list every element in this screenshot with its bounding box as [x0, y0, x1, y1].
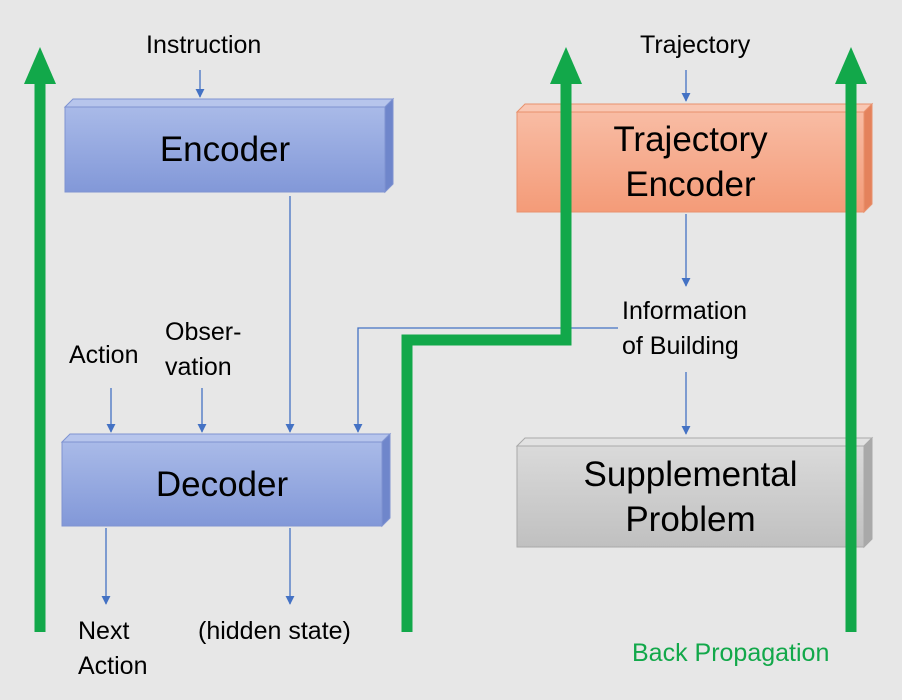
decoder-box	[60, 432, 392, 528]
supplemental-problem-label: Supplemental Problem	[517, 446, 864, 547]
encoder-label: Encoder	[65, 107, 385, 192]
trajectory-encoder-box	[515, 102, 874, 214]
decoder-text: Decoder	[155, 464, 289, 504]
back-propagation-head-left	[24, 47, 56, 84]
trajectory-encoder-line-1: Trajectory	[613, 120, 768, 159]
next-action-label-line-1: Next	[78, 617, 130, 645]
back-propagation-label: Back Propagation	[632, 639, 830, 667]
trajectory-encoder-label: Trajectory Encoder	[517, 112, 864, 212]
information-label-line-2: of Building	[622, 332, 739, 360]
supplemental-problem-line-2: Problem	[625, 499, 756, 539]
observation-label-line-2: vation	[165, 353, 232, 381]
supplemental-problem-line-1: Supplemental	[583, 454, 798, 494]
information-label-line-1: Information	[622, 297, 748, 325]
trajectory-encoder-line-2: Encoder	[625, 165, 756, 204]
observation-label-line-1: Obser-	[165, 318, 242, 346]
hidden-state-label: (hidden state)	[198, 617, 351, 645]
back-propagation-arrows	[24, 47, 867, 632]
instruction-label: Instruction	[146, 31, 262, 59]
back-propagation-head-right	[835, 47, 867, 84]
encoder-box	[63, 97, 395, 194]
flow-arrows	[101, 70, 691, 605]
back-propagation-head-middle	[550, 47, 582, 84]
next-action-label-line-2: Action	[78, 652, 148, 680]
back-propagation-line-middle	[401, 78, 572, 632]
supplemental-problem-box	[515, 436, 874, 549]
action-label: Action	[69, 341, 139, 369]
trajectory-label: Trajectory	[640, 31, 751, 59]
decoder-label: Decoder	[62, 442, 382, 526]
arrow-information-to-decoder	[353, 327, 618, 433]
encoder-text: Encoder	[159, 130, 291, 169]
